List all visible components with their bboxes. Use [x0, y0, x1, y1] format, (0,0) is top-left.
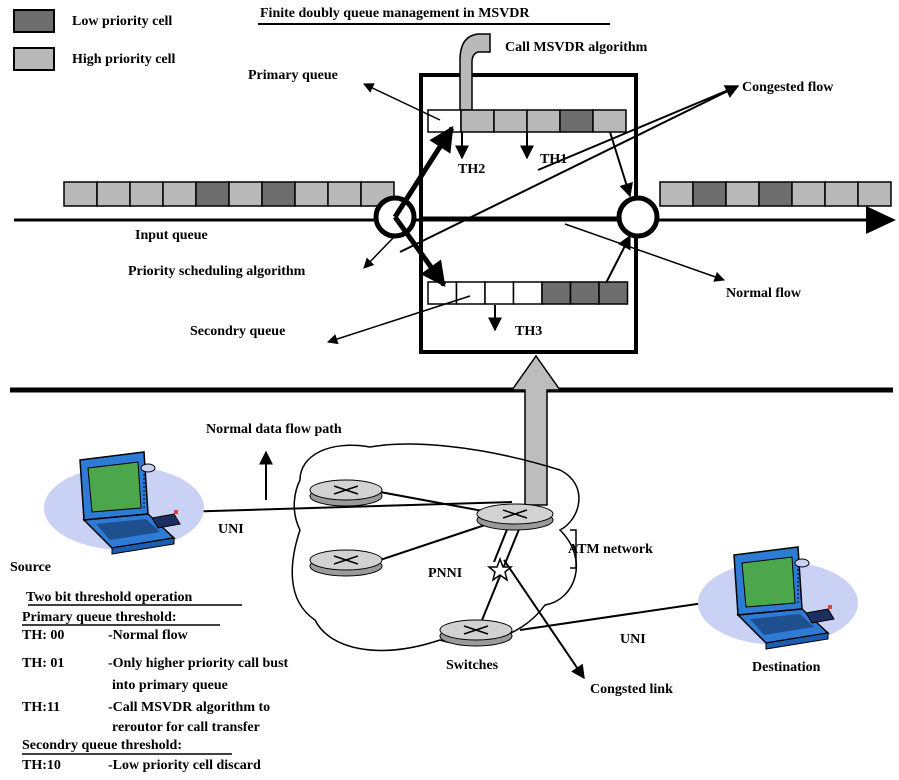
atm-switch-icon[interactable] — [440, 620, 512, 646]
threshold-code: TH:10 — [22, 758, 61, 774]
secondary-queue-cell-empty — [457, 282, 486, 304]
destination-label: Destination — [752, 660, 820, 676]
input-queue-cell-high — [64, 182, 97, 206]
threshold-desc: -Low priority cell discard — [108, 758, 261, 774]
threshold-desc-cont: reroutor for call transfer — [112, 720, 260, 736]
source-label: Source — [10, 560, 51, 576]
output-queue-cell-high — [726, 182, 759, 206]
output-queue-cells — [660, 182, 891, 206]
input-queue-label: Input queue — [135, 228, 208, 244]
threshold-code: TH: 00 — [22, 628, 64, 644]
priority-scheduling-label: Priority scheduling algorithm — [128, 264, 305, 280]
uni-left-label: UNI — [218, 522, 244, 538]
uni-right-label: UNI — [620, 632, 646, 648]
threshold-desc: -Only higher priority call bust — [108, 656, 288, 672]
primary-threshold-heading: Primary queue threshold: — [22, 610, 177, 626]
atm-switch-icon[interactable] — [310, 480, 382, 506]
secondary-queue-label: Secondry queue — [190, 324, 285, 340]
priority-scheduling-callout — [364, 236, 395, 268]
switches-label: Switches — [446, 658, 498, 674]
normal-data-flow-path-label: Normal data flow path — [206, 422, 342, 438]
threshold-code: TH: 01 — [22, 656, 64, 672]
legend-high-label: High priority cell — [72, 52, 175, 68]
atm-switch-icon[interactable] — [310, 550, 382, 576]
th1-label: TH1 — [540, 152, 567, 168]
input-queue-cell-high — [97, 182, 130, 206]
output-queue-cell-high — [792, 182, 825, 206]
input-queue-cell-high — [130, 182, 163, 206]
input-queue-cell-high — [295, 182, 328, 206]
secondary-queue-cell-low — [599, 282, 628, 304]
input-queue-cell-high — [163, 182, 196, 206]
threshold-desc: -Call MSVDR algorithm to — [108, 700, 270, 716]
threshold-desc-cont: into primary queue — [112, 678, 228, 694]
congested-flow-label: Congested flow — [742, 80, 833, 96]
pnni-label: PNNI — [428, 566, 462, 582]
output-queue-cell-high — [660, 182, 693, 206]
threshold-desc: -Normal flow — [108, 628, 188, 644]
primary-queue-cells — [428, 110, 626, 132]
primary-queue-label: Primary queue — [248, 68, 338, 84]
call-msvdr-label: Call MSVDR algorithm — [505, 40, 647, 56]
primary-queue-cell-high — [593, 110, 626, 132]
link-sw3-dest — [520, 600, 724, 630]
secondary-queue-cells — [428, 282, 628, 304]
th3-label: TH3 — [515, 324, 542, 340]
primary-queue-cell-empty — [428, 110, 461, 132]
congested-link-label: Congsted link — [590, 682, 673, 698]
output-queue-cell-high — [825, 182, 858, 206]
diagram-title: Finite doubly queue management in MSVDR — [260, 6, 530, 22]
secondary-queue-cell-empty — [485, 282, 514, 304]
link-sw2-sw4 — [380, 520, 500, 560]
legend-low-label: Low priority cell — [72, 14, 172, 30]
input-queue-cell-high — [328, 182, 361, 206]
secondary-threshold-heading: Secondry queue threshold: — [22, 738, 182, 754]
input-queue-cells — [64, 182, 394, 206]
secondary-queue-cell-low — [571, 282, 600, 304]
threshold-code: TH:11 — [22, 700, 60, 716]
atm-switch-icon[interactable] — [477, 504, 553, 530]
input-queue-cell-low — [262, 182, 295, 206]
normal-flow-label: Normal flow — [726, 286, 801, 302]
high-priority-swatch-icon — [14, 48, 54, 70]
primary-queue-cell-high — [461, 110, 494, 132]
input-queue-cell-low — [196, 182, 229, 206]
main-flow-arrowhead — [866, 206, 896, 234]
primary-queue-cell-high — [527, 110, 560, 132]
output-queue-cell-high — [858, 182, 891, 206]
output-queue-cell-low — [693, 182, 726, 206]
low-priority-swatch-icon — [14, 10, 54, 32]
primary-queue-cell-low — [560, 110, 593, 132]
secondary-queue-cell-low — [542, 282, 571, 304]
laptop-icon[interactable] — [698, 547, 858, 649]
th2-label: TH2 — [458, 162, 485, 178]
atm-network-label: ATM network — [568, 542, 653, 558]
laptop-icon[interactable] — [44, 452, 204, 554]
switch-to-box-arrow — [512, 356, 560, 505]
output-scheduler-ring — [619, 198, 657, 236]
primary-queue-cell-high — [494, 110, 527, 132]
secondary-queue-cell-empty — [514, 282, 543, 304]
input-queue-cell-high — [229, 182, 262, 206]
congested-link-arrow — [504, 560, 584, 678]
notes-heading: Two bit threshold operation — [26, 590, 192, 606]
output-queue-cell-low — [759, 182, 792, 206]
